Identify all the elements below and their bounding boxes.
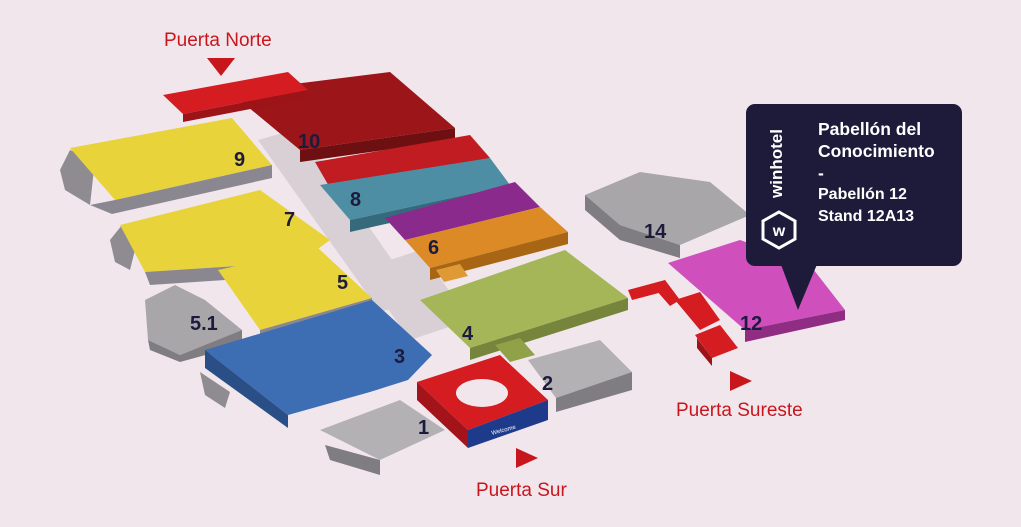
stand-callout — [746, 104, 962, 266]
north-gate-arrow — [207, 58, 235, 76]
pavilion-6-label: 6 — [428, 237, 439, 259]
pavilion-2[interactable] — [528, 340, 632, 412]
north-gate-label: Puerta Norte — [164, 30, 272, 51]
pavilion-8-label: 8 — [350, 189, 361, 211]
north-gate-building[interactable] — [163, 72, 308, 122]
pavilion-9[interactable] — [60, 118, 272, 214]
southeast-gate-arrow — [730, 371, 752, 391]
pavilion-4[interactable] — [420, 250, 628, 362]
pavilion-1[interactable] — [320, 400, 445, 475]
pavilion-10-label: 10 — [298, 131, 320, 153]
pavilion-9-label: 9 — [234, 149, 245, 171]
logo-letter: w — [772, 223, 786, 240]
callout-line-3: Pabellón 12 — [818, 186, 907, 203]
pavilion-5-label: 5 — [337, 272, 348, 294]
callout-line-4: Stand 12A13 — [818, 208, 915, 225]
winhotel-brand-text: winhotel — [767, 129, 786, 199]
pavilion-3[interactable] — [200, 300, 432, 428]
pavilion-14-label: 14 — [644, 221, 667, 243]
southeast-gate-building[interactable] — [628, 280, 738, 366]
callout-line-1: Pabellón del — [818, 119, 922, 139]
pavilion-5-1-label: 5.1 — [190, 313, 218, 335]
south-entrance-building[interactable] — [417, 355, 548, 448]
pavilion-4-label: 4 — [462, 323, 474, 345]
callout-separator: - — [818, 163, 824, 183]
callout-pointer — [780, 262, 818, 310]
pavilion-14[interactable] — [585, 172, 750, 258]
pavilion-2-label: 2 — [542, 373, 553, 395]
southeast-gate-label: Puerta Sureste — [676, 400, 803, 421]
callout-text: Pabellón del Conocimiento - Pabellón 12 … — [818, 118, 958, 228]
pavilion-12-label: 12 — [740, 313, 762, 335]
south-gate-label: Puerta Sur — [476, 480, 567, 501]
pavilion-5-1[interactable] — [145, 285, 242, 362]
south-gate-arrow — [516, 448, 538, 468]
pavilion-3-label: 3 — [394, 346, 405, 368]
pavilion-6[interactable] — [385, 182, 568, 282]
pavilion-1-label: 1 — [418, 417, 429, 439]
callout-line-2: Conocimiento — [818, 141, 935, 161]
pavilion-7-label: 7 — [284, 209, 295, 231]
winhotel-logo-icon: w — [761, 210, 797, 250]
